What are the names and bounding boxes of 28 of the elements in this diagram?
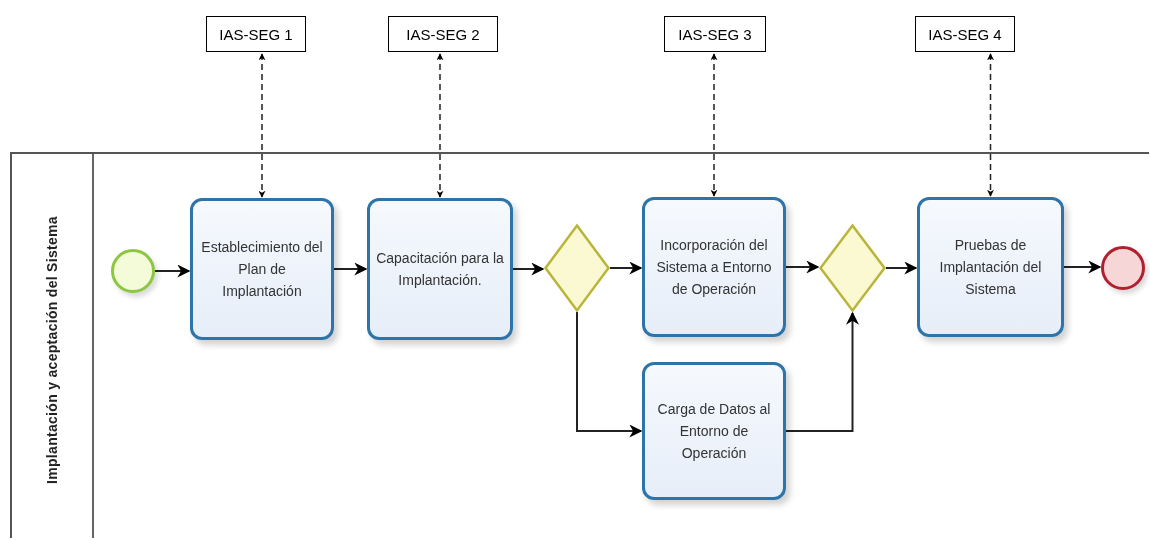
event-circle [1101, 246, 1145, 290]
swimlane-pool [10, 152, 1149, 538]
reference-box: IAS-SEG 4 [915, 16, 1015, 52]
flow-arrow [609, 261, 643, 275]
flow-arrow [785, 311, 859, 432]
flow-arrow [154, 264, 191, 278]
reference-box: IAS-SEG 1 [206, 16, 306, 52]
dashed-arrow [987, 53, 994, 197]
dashed-arrow [258, 53, 266, 198]
dashed-arrow [436, 53, 444, 198]
flow-arrow [785, 260, 820, 274]
task-box: Capacitación para la Implantación. [367, 198, 513, 340]
gateway-diamond [819, 224, 886, 312]
reference-box: IAS-SEG 2 [388, 16, 498, 52]
event-circle [111, 249, 155, 293]
task-box: Carga de Datos al Entorno de Operación [642, 362, 786, 500]
flow-arrow [885, 261, 918, 275]
flow-arrow [512, 262, 545, 276]
flow-arrow [333, 262, 368, 276]
flow-arrow [576, 311, 643, 438]
task-box: Pruebas de Implantación del Sistema [917, 197, 1064, 337]
task-box: Establecimiento del Plan de Implantación [190, 198, 334, 340]
lane-label: Implantación y aceptación del Sistema [43, 215, 61, 486]
reference-box: IAS-SEG 3 [664, 16, 766, 52]
dashed-arrow [710, 53, 718, 197]
flow-arrow [1063, 260, 1102, 274]
task-box: Incorporación del Sistema a Entorno de Operación [642, 197, 786, 337]
gateway-diamond [544, 224, 610, 312]
